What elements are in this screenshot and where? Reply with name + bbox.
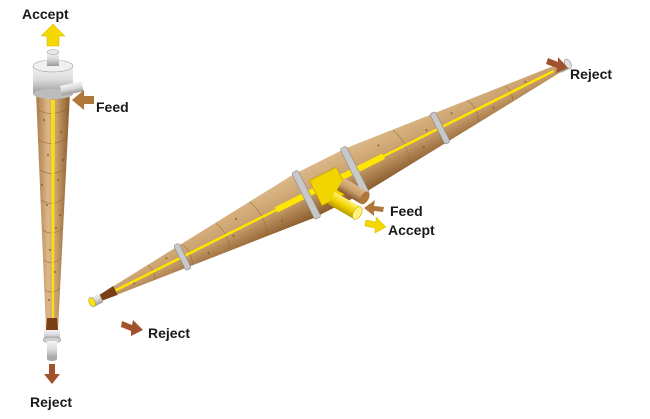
horizontal-flanges bbox=[173, 111, 450, 271]
horizontal-reject-bottom-label: Reject bbox=[148, 325, 191, 341]
arrow-left-icon bbox=[72, 90, 94, 110]
arrow-down-icon bbox=[44, 364, 60, 384]
vertical-speckles bbox=[41, 119, 64, 301]
vertical-accept-label: Accept bbox=[22, 6, 69, 22]
vertical-feed-pipe bbox=[59, 81, 84, 96]
vertical-reject-nozzle bbox=[44, 330, 60, 340]
horizontal-cleaner bbox=[88, 57, 572, 336]
arrow-up-icon bbox=[364, 216, 387, 234]
horizontal-speckles bbox=[133, 80, 527, 285]
vertical-core-flow bbox=[51, 100, 55, 320]
central-feed-accept-hub bbox=[309, 166, 370, 220]
arrow-up-icon bbox=[40, 23, 66, 47]
arrow-left-icon bbox=[364, 200, 384, 216]
vertical-cleaner bbox=[32, 23, 94, 384]
horizontal-feed-label: Feed bbox=[390, 203, 423, 219]
arrow-down-icon bbox=[121, 320, 143, 336]
horizontal-reject-top-label: Reject bbox=[570, 66, 613, 82]
vertical-reject-label: Reject bbox=[30, 394, 73, 410]
arrow-down-icon bbox=[546, 57, 568, 73]
vertical-feed-label: Feed bbox=[96, 99, 129, 115]
horizontal-accept-label: Accept bbox=[388, 222, 435, 238]
vertical-sediment bbox=[46, 318, 58, 330]
